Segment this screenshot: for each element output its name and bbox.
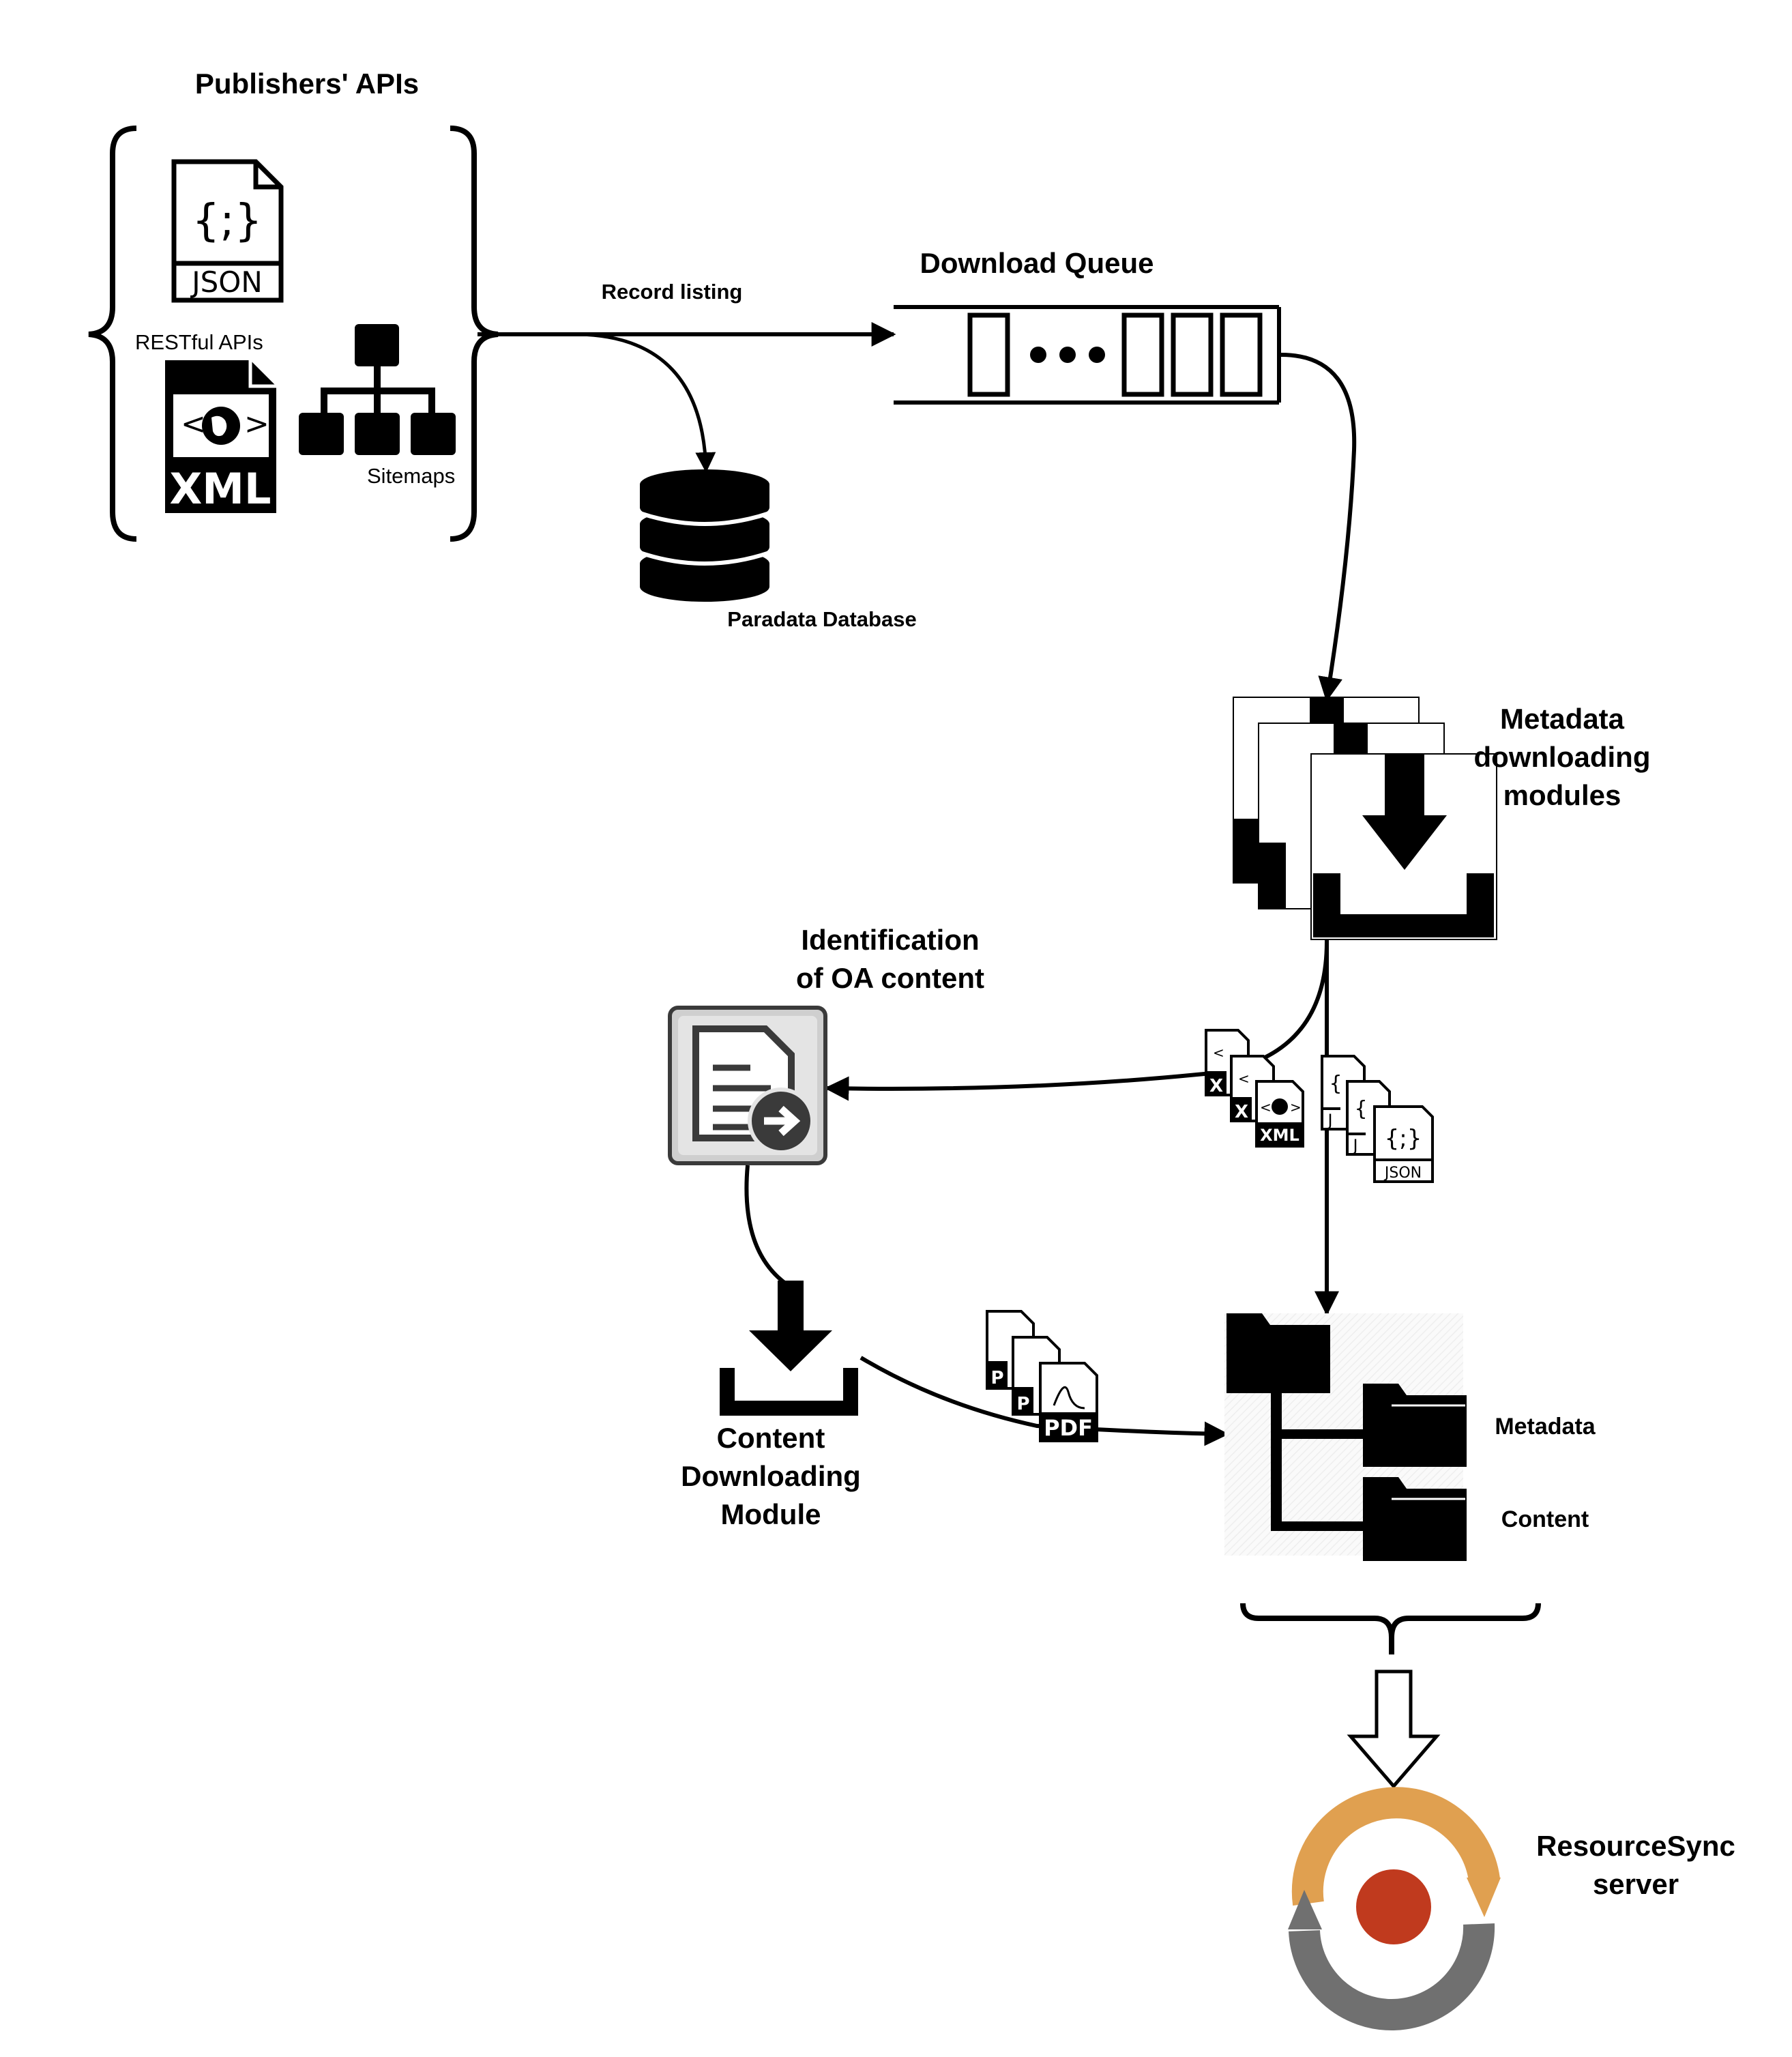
svg-text:>: > xyxy=(1290,1099,1302,1115)
pdf-files-stack: P P PDF xyxy=(986,1310,1098,1442)
svg-text:X: X xyxy=(1209,1076,1223,1096)
xml-file-icon: < > XML xyxy=(165,360,276,514)
queue-to-modules-arrow xyxy=(1280,353,1357,702)
json-files-stack: J { J { {;} JSON xyxy=(1321,1055,1434,1183)
svg-text:XML: XML xyxy=(1260,1126,1299,1145)
resourcesync-label: ResourceSync server xyxy=(1536,1830,1735,1900)
left-brace xyxy=(88,126,137,542)
json-file-icon: {;} JSON xyxy=(171,159,284,303)
hollow-down-arrow xyxy=(1347,1669,1441,1789)
svg-text:modules: modules xyxy=(1503,779,1621,811)
database-icon xyxy=(640,469,769,602)
svg-text:J: J xyxy=(1326,1111,1332,1130)
restful-apis-label: RESTful APIs xyxy=(135,330,263,354)
content-module-label: Content Downloading Module xyxy=(681,1422,861,1530)
resourcesync-logo-icon xyxy=(1288,1787,1501,2031)
svg-text:XML: XML xyxy=(169,464,271,514)
svg-text:Module: Module xyxy=(721,1498,821,1530)
download-queue-title: Download Queue xyxy=(920,247,1154,279)
svg-text:PDF: PDF xyxy=(1044,1415,1093,1441)
folder-content-label: Content xyxy=(1501,1506,1589,1532)
svg-text:downloading: downloading xyxy=(1474,741,1651,773)
svg-text:{: { xyxy=(1329,1072,1342,1096)
svg-text:ResourceSync: ResourceSync xyxy=(1536,1830,1735,1862)
svg-text:<: < xyxy=(1260,1099,1272,1115)
svg-text:JSON: JSON xyxy=(1383,1165,1422,1182)
svg-text:P: P xyxy=(990,1368,1003,1388)
svg-text:<: < xyxy=(181,407,206,441)
svg-text:JSON: JSON xyxy=(190,265,263,299)
identification-label: Identification of OA content xyxy=(796,924,984,994)
xml-files-stack: X < X < XML < > xyxy=(1205,1029,1304,1148)
svg-text:{;}: {;} xyxy=(192,196,263,246)
identification-icon xyxy=(668,1006,827,1165)
svg-text:{: { xyxy=(1354,1097,1367,1121)
svg-text:server: server xyxy=(1593,1868,1679,1900)
metadata-download-modules-icon xyxy=(1233,697,1497,940)
svg-text:Metadata: Metadata xyxy=(1500,703,1625,735)
modules-to-identification-arrow xyxy=(824,941,1329,1101)
svg-text:P: P xyxy=(1016,1394,1029,1414)
svg-text:<: < xyxy=(1213,1045,1224,1061)
svg-text:<: < xyxy=(1238,1070,1250,1087)
svg-text:J: J xyxy=(1351,1136,1357,1155)
svg-text:Downloading: Downloading xyxy=(681,1460,861,1492)
svg-text:>: > xyxy=(244,407,269,441)
svg-text:of OA content: of OA content xyxy=(796,962,984,994)
paradata-arrow xyxy=(579,332,716,473)
svg-text:X: X xyxy=(1235,1102,1248,1122)
identification-to-content-arrow xyxy=(744,1165,786,1285)
svg-text:Identification: Identification xyxy=(801,924,979,956)
paradata-database-label: Paradata Database xyxy=(727,607,916,631)
publishers-apis-title: Publishers' APIs xyxy=(195,68,419,100)
folder-metadata-label: Metadata xyxy=(1495,1414,1596,1440)
sitemap-icon xyxy=(299,324,456,455)
record-listing-label: Record listing xyxy=(602,280,743,304)
svg-text:Content: Content xyxy=(717,1422,825,1454)
content-to-folder-arrow xyxy=(860,1356,1229,1446)
metadata-modules-label: Metadata downloading modules xyxy=(1474,703,1651,811)
download-queue xyxy=(894,305,1281,405)
content-download-icon xyxy=(720,1281,858,1416)
svg-text:{;}: {;} xyxy=(1385,1125,1422,1152)
sitemaps-label: Sitemaps xyxy=(367,464,455,488)
bottom-brace xyxy=(1240,1603,1541,1654)
